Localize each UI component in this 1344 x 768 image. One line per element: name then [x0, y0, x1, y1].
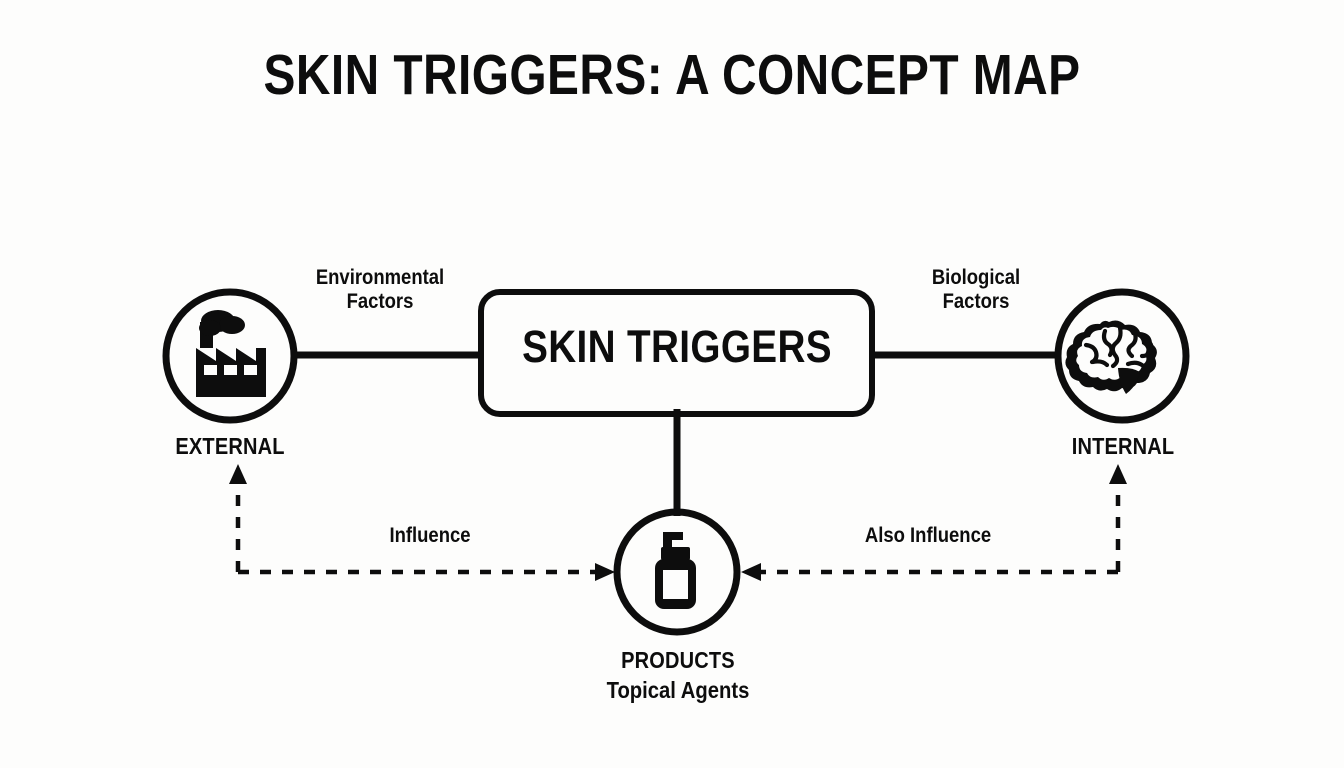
pump-bottle-icon	[655, 532, 696, 609]
arrowhead-into-products-left	[595, 563, 615, 581]
arrowhead-to-external	[229, 464, 247, 484]
internal-node-circle[interactable]	[1054, 288, 1190, 424]
node-caption-products: PRODUCTS	[621, 647, 735, 673]
products-node-circle[interactable]	[613, 508, 741, 636]
node-caption-internal: INTERNAL	[1071, 433, 1175, 459]
center-node-label: SKIN TRIGGERS	[522, 321, 832, 372]
edge-label-biological-line2: Factors	[942, 289, 1010, 313]
center-node-box[interactable]	[478, 289, 875, 417]
edge-label-biological-line1: Biological	[931, 266, 1021, 289]
page-title: SKIN TRIGGERS: A CONCEPT MAP	[263, 43, 1081, 107]
edge-label-environmental-line1: Environmental	[315, 266, 445, 289]
edge-label-influence: Influence	[389, 524, 471, 547]
brain-icon	[1065, 320, 1157, 394]
factory-icon	[196, 310, 266, 397]
dashed-arrow-products-to-internal	[760, 481, 1121, 575]
external-node-circle[interactable]	[162, 288, 298, 424]
edge-label-environmental-line2: Factors	[346, 289, 414, 313]
edge-label-also-influence: Also Influence	[864, 524, 992, 547]
arrowhead-to-internal	[1109, 464, 1127, 484]
node-caption-external: EXTERNAL	[175, 433, 285, 459]
dashed-arrow-products-to-external	[235, 481, 596, 575]
node-caption-products-sub: Topical Agents	[606, 677, 750, 703]
arrowhead-into-products-right	[741, 563, 761, 581]
